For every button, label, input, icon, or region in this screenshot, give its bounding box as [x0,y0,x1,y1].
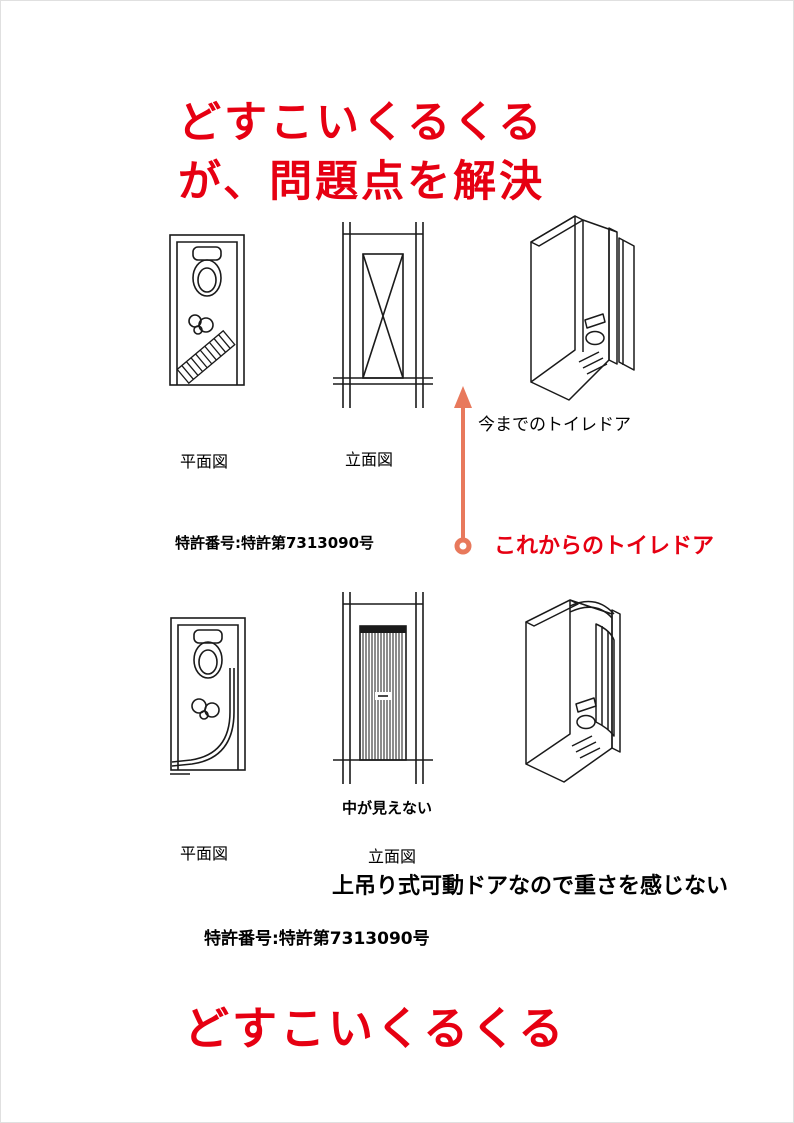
before-plan-drawing [168,233,248,393]
page-title: どすこいくるくる が、問題点を解決 [178,94,545,213]
before-elevation-drawing-svg [333,222,433,408]
product-title: どすこいくるくる [184,1002,567,1055]
before-plan-label: 平面図 [180,452,229,471]
after-lead: これからのトイレドア [494,534,715,559]
connector [450,386,476,558]
after-plan-label: 平面図 [180,844,229,863]
after-elevation-drawing [333,592,433,792]
before-caption: 今までのトイレドア [478,415,631,435]
page-title-line1: どすこいくるくる [178,98,545,148]
after-perspective-drawing-svg [525,599,621,783]
patent-number-bottom: 特許番号:特許第7313090号 [204,929,430,949]
before-perspective-drawing-svg [530,215,635,401]
connector-line [461,406,465,538]
before-perspective-drawing [513,200,643,415]
connector-ring-icon [454,537,472,555]
patent-number-top: 特許番号:特許第7313090号 [175,534,375,552]
before-elevation-label: 立面図 [345,450,394,469]
after-perspective-drawing [512,586,647,801]
before-plan-drawing-svg [169,234,245,386]
page-title-line2: が、問題点を解決 [178,157,546,208]
after-elevation-label: 立面図 [368,847,417,866]
after-feature-text: 上吊り式可動ドアなので重さを感じない [332,874,729,899]
after-privacy-note: 中が見えない [342,799,433,817]
after-plan-drawing-svg [170,617,246,775]
connector-arrow-up-icon [454,386,472,408]
after-plan-drawing [168,616,253,781]
before-elevation-drawing [333,222,433,412]
connector-svg [454,386,472,555]
after-elevation-drawing-svg [333,592,433,784]
